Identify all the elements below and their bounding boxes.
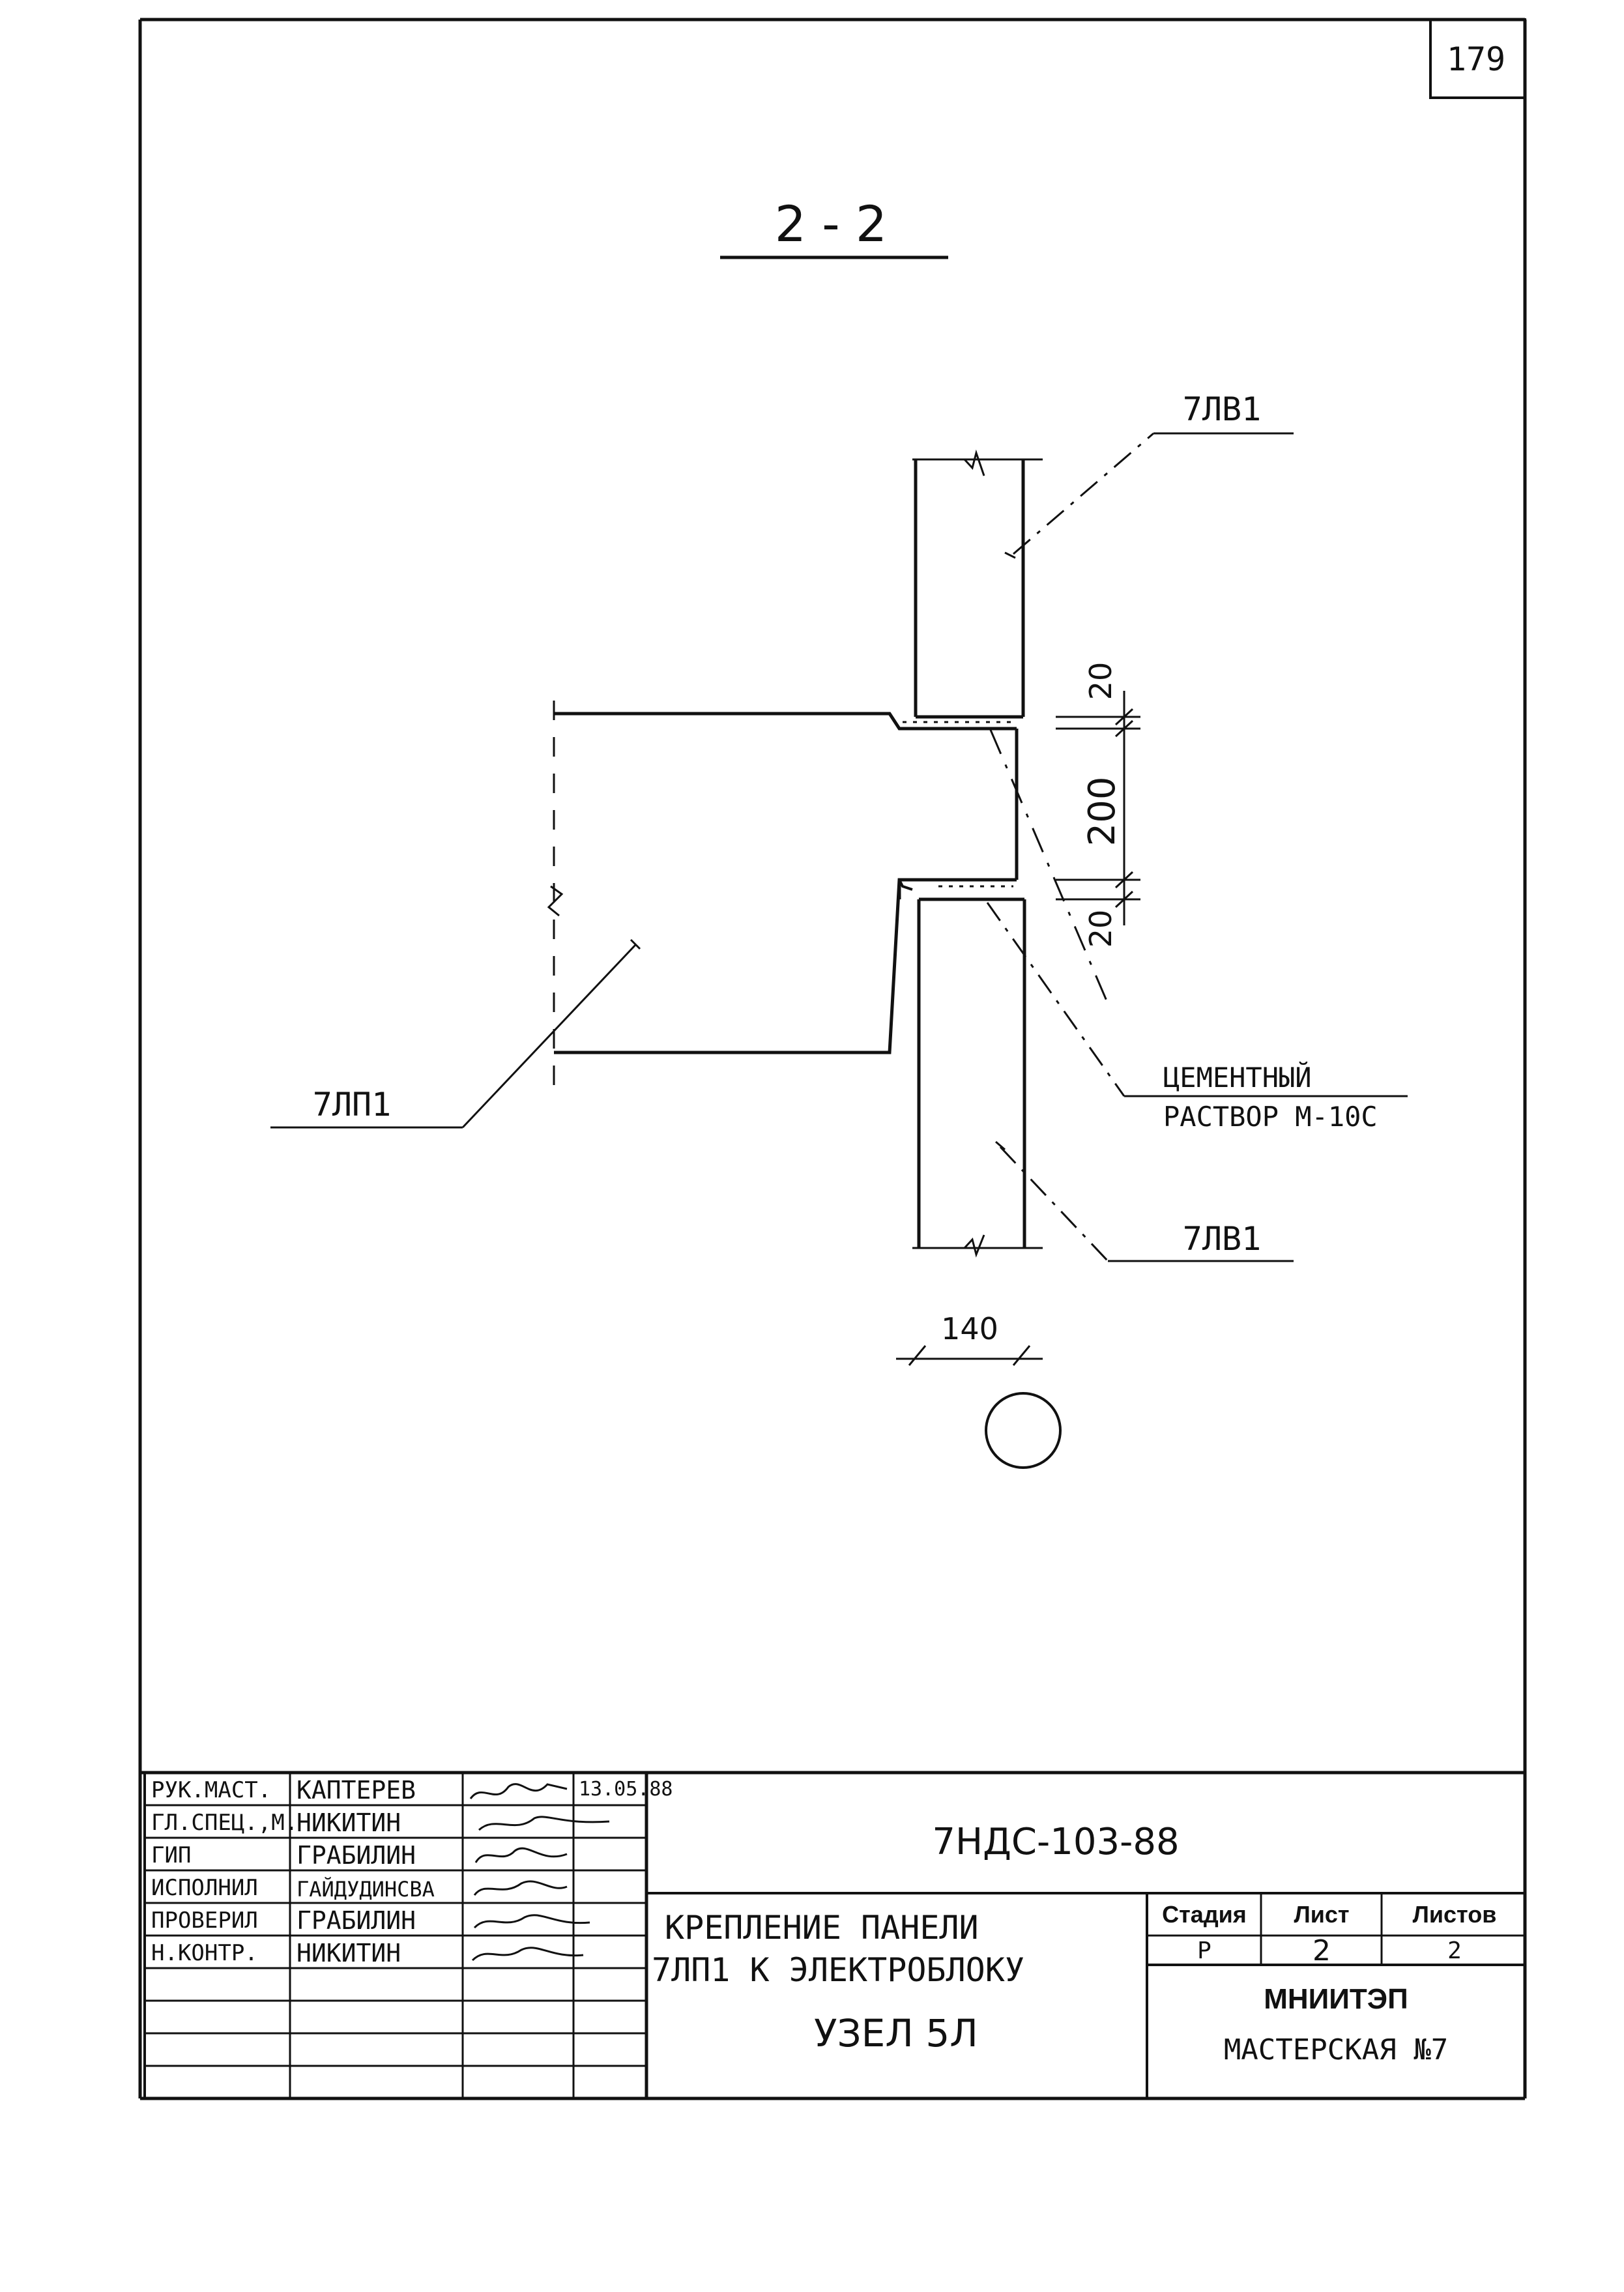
sheet-header: Лист — [1294, 1901, 1349, 1928]
label-panel-bottom: 7ЛВ1 — [1183, 1220, 1261, 1258]
workshop: МАСТЕРСКАЯ №7 — [1224, 2033, 1448, 2067]
section-view-marker — [985, 1392, 1062, 1469]
stage-header: Стадия — [1162, 1901, 1247, 1928]
title-block-lines — [140, 1771, 1525, 2098]
sheet-number-box: 179 — [1429, 18, 1526, 99]
leader-mortar — [986, 902, 1408, 1097]
wall-panel-bottom — [912, 897, 1043, 1258]
wall-panel-top — [912, 449, 1043, 719]
role-cell: ИСПОЛНИЛ — [151, 1875, 258, 1901]
dim-slab-height: 200 — [1081, 777, 1124, 847]
approval-row: ГЛ.СПЕЦ.,М. НИКИТИН — [151, 1808, 401, 1837]
leader-panel-bottom — [995, 1140, 1294, 1262]
label-panel-top: 7ЛВ1 — [1183, 390, 1261, 428]
approval-row: ИСПОЛНИЛ ГАЙДУДИНСВА — [151, 1875, 435, 1902]
role-cell: РУК.МАСТ. — [151, 1777, 271, 1803]
name-cell: НИКИТИН — [297, 1939, 401, 1967]
mortar-joints — [903, 721, 1013, 888]
label-mortar-line1: ЦЕМЕНТНЫЙ — [1163, 1061, 1312, 1094]
name-cell: ГРАБИЛИН — [297, 1906, 416, 1935]
leader-slab — [270, 938, 641, 1129]
approval-row: ПРОВЕРИЛ ГРАБИЛИН — [151, 1906, 416, 1935]
section-title: 2 - 2 — [775, 195, 887, 253]
name-cell: КАПТЕРЕВ — [297, 1776, 416, 1805]
sheet-value: 2 — [1312, 1934, 1331, 1967]
sheets-value: 2 — [1447, 1937, 1462, 1964]
signatures — [469, 1783, 610, 1962]
centre-axis — [989, 729, 1109, 1004]
role-cell: ГЛ.СПЕЦ.,М. — [151, 1810, 298, 1836]
name-cell: ГАЙДУДИНСВА — [297, 1877, 435, 1902]
floor-slab — [547, 701, 1019, 1101]
dim-gap-top: 20 — [1083, 662, 1118, 701]
stage-value: Р — [1197, 1937, 1211, 1964]
sheets-header: Листов — [1413, 1901, 1497, 1928]
dim-gap-bottom: 20 — [1083, 910, 1118, 948]
date-cell: 13.05.88 — [579, 1778, 673, 1801]
doc-code: 7НДС-103-88 — [932, 1821, 1179, 1863]
drawing-title-line3: УЗЕЛ 5Л — [814, 2011, 978, 2055]
sheet-number: 179 — [1447, 40, 1505, 78]
role-cell: ГИП — [151, 1842, 191, 1868]
label-mortar-line2: РАСТВОР М-10С — [1163, 1101, 1378, 1133]
name-cell: ГРАБИЛИН — [297, 1841, 416, 1870]
dim-panel-width: 140 — [941, 1311, 998, 1346]
approval-row: ГИП ГРАБИЛИН — [151, 1841, 416, 1870]
name-cell: НИКИТИН — [297, 1808, 401, 1837]
dimension-chain — [1056, 691, 1140, 925]
role-cell: Н.КОНТР. — [151, 1940, 258, 1966]
sheet-frame — [138, 18, 1527, 2100]
drawing-title-line2: 7ЛП1 К ЭЛЕКТРОБЛОКУ — [652, 1951, 1024, 1989]
panel-width-dimension — [896, 1345, 1043, 1366]
role-cell: ПРОВЕРИЛ — [151, 1908, 258, 1934]
label-slab: 7ЛП1 — [313, 1086, 391, 1124]
approval-row: РУК.МАСТ. КАПТЕРЕВ 13.05.88 — [151, 1776, 673, 1805]
approval-row: Н.КОНТР. НИКИТИН — [151, 1939, 401, 1967]
organisation: МНИИТЭП — [1264, 1983, 1408, 2015]
slab-nose — [898, 879, 913, 891]
section-title-group: 2 - 2 — [720, 195, 948, 259]
leader-panel-top — [1004, 432, 1294, 559]
drawing-title-line1: КРЕПЛЕНИЕ ПАНЕЛИ — [665, 1909, 979, 1947]
